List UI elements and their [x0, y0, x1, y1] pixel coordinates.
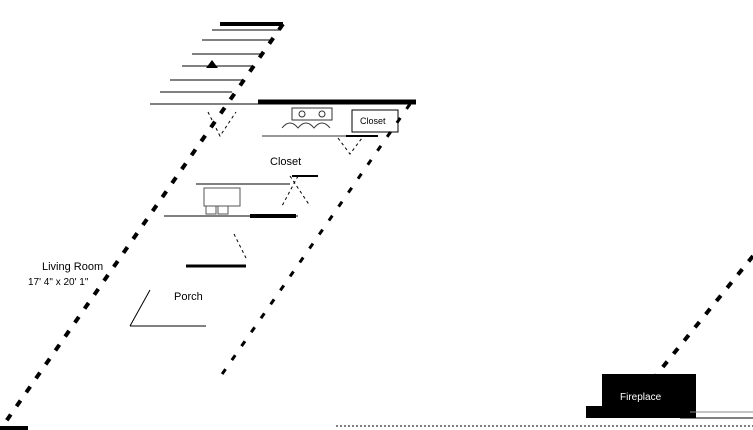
appliance-fixture	[203, 187, 241, 215]
exterior-wall-left	[0, 22, 285, 430]
stair-direction-arrow-icon	[206, 60, 218, 68]
closet-small-label: Closet	[360, 116, 386, 126]
door-swings	[207, 111, 363, 259]
fireplace-block	[586, 374, 753, 419]
exterior-wall-right	[634, 254, 753, 402]
exterior-wall-inner	[216, 103, 412, 381]
living-room-label: Living Room	[42, 261, 104, 273]
bottom-wall	[0, 425, 753, 430]
living-room-dimensions: 17' 4" x 20' 1"	[28, 277, 89, 288]
closet-main-label: Closet	[270, 156, 302, 168]
fireplace-label: Fireplace	[620, 392, 662, 403]
upper-wall	[198, 99, 416, 105]
staircase	[150, 22, 283, 105]
entry-walls	[129, 264, 246, 327]
closet-small-outline	[346, 109, 399, 137]
sink-fixture	[262, 107, 346, 137]
hallway-walls	[164, 175, 318, 218]
porch-label: Porch	[174, 291, 203, 303]
